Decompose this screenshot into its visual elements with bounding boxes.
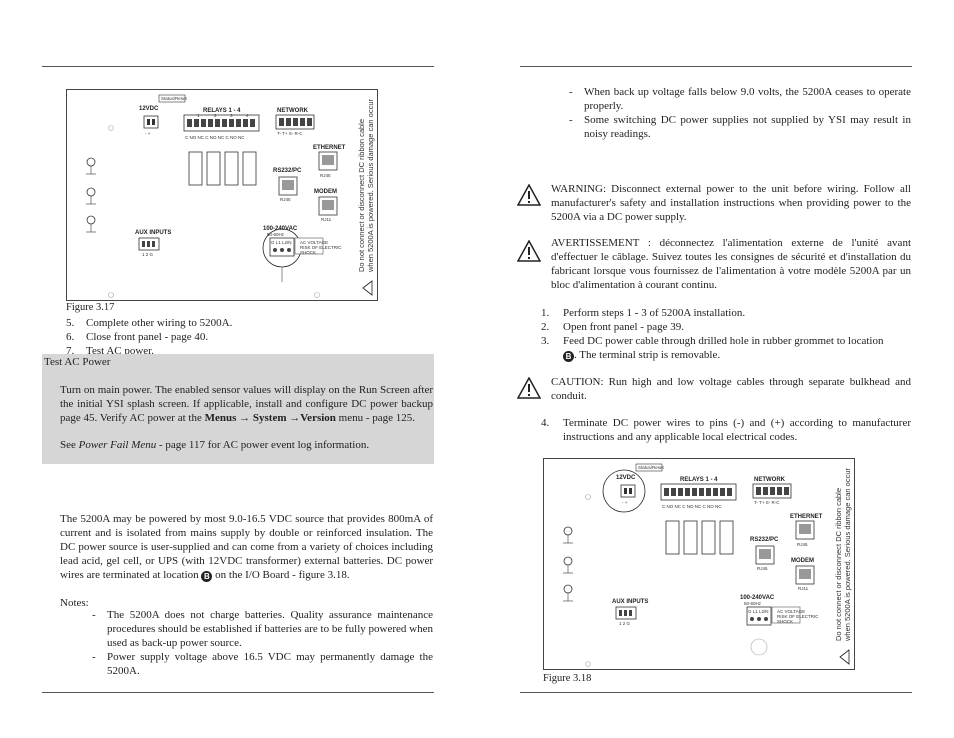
io-board-drawing: Status/Reset 12VDC - + RELAYS 1 - 4 1 2 3 4…	[86, 94, 373, 298]
network-pins-label: T- T+ S- R-C	[277, 131, 303, 136]
caution-text: CAUTION: Run high and low voltage cables…	[551, 376, 911, 402]
ac-voltage-label: 100-240VAC	[263, 226, 298, 232]
svg-text:1 2 G: 1 2 G	[619, 621, 631, 626]
relays-label: RELAYS 1 - 4	[203, 108, 241, 114]
list-item: 6. Close front panel - page 40.	[66, 331, 209, 343]
list-item: B. The terminal strip is removable.	[541, 348, 911, 362]
list-item: 2. Open front panel - page 39.	[541, 321, 684, 333]
svg-text:MODEM: MODEM	[791, 558, 814, 564]
svg-text:G L1 L2/N: G L1 L2/N	[271, 240, 292, 245]
svg-text:- +: - +	[145, 131, 151, 136]
svg-text:1 2 G: 1 2 G	[142, 252, 154, 257]
svg-text:RJ45: RJ45	[757, 566, 768, 571]
figure-3-17-caption: Figure 3.17	[66, 302, 115, 313]
svg-text:RJ45: RJ45	[320, 173, 331, 178]
v12-label: 12VDC	[139, 106, 159, 112]
figure-3-18-caption: Figure 3.18	[543, 673, 592, 684]
side-warning-text: Do not connect or disconnect DC ribbon c…	[834, 467, 852, 641]
svg-text:4: 4	[246, 113, 249, 118]
svg-text:SHOCK: SHOCK	[300, 250, 316, 255]
svg-text:RELAYS 1 - 4: RELAYS 1 - 4	[680, 477, 718, 483]
io-board-figure-3-17: Status/Reset 12VDC - + RELAYS 1 - 4 1 2 3 4…	[66, 89, 378, 301]
svg-text:SHOCK: SHOCK	[777, 619, 793, 624]
dc-power-paragraph: The 5200A may be powered by most 9.0-16.…	[60, 513, 433, 582]
test-ac-power-title: Test AC Power	[44, 356, 111, 368]
ethernet-label: ETHERNET	[313, 145, 346, 151]
modem-label: MODEM	[314, 189, 337, 195]
list-item: 1. Perform steps 1 - 3 of 5200A installa…	[541, 307, 746, 319]
svg-text:RISK OF ELECTRIC: RISK OF ELECTRIC	[300, 245, 342, 250]
svg-text:C NO NC C NO NC C NO NC: C NO NC C NO NC C NO NC	[185, 135, 245, 140]
svg-text:ETHERNET: ETHERNET	[790, 514, 823, 520]
warning-text: WARNING: Disconnect external power to th…	[551, 183, 911, 223]
list-item: - When back up voltage falls below 9.0 v…	[569, 86, 911, 112]
io-board-drawing: Status/Reset 12VDC - + RELAYS 1 - 4 C NO…	[563, 463, 850, 667]
svg-text:RJ45: RJ45	[797, 542, 808, 547]
right-bottom-rule	[520, 692, 912, 693]
svg-text:3: 3	[230, 113, 233, 118]
svg-text:12VDC: 12VDC	[616, 475, 636, 481]
network-label: NETWORK	[277, 108, 309, 114]
svg-text:RJ11: RJ11	[798, 586, 809, 591]
left-top-rule	[42, 66, 434, 67]
rs232-label: RS232/PC	[273, 168, 302, 174]
svg-text:50-60Hz: 50-60Hz	[744, 601, 762, 606]
notes-list-right: - When back up voltage falls below 9.0 v…	[569, 85, 911, 141]
right-top-rule	[520, 66, 912, 67]
svg-text:Status/Reset: Status/Reset	[638, 465, 665, 470]
svg-text:RS232/PC: RS232/PC	[750, 537, 779, 543]
svg-text:50-60Hz: 50-60Hz	[267, 232, 285, 237]
svg-text:RISK OF ELECTRIC: RISK OF ELECTRIC	[777, 614, 819, 619]
side-warning-text: Do not connect or disconnect DC ribbon c…	[357, 98, 375, 272]
caution-triangle-icon	[517, 377, 541, 399]
notes-list-left: - The 5200A does not charge batteries. Q…	[92, 608, 433, 678]
left-bottom-rule	[42, 692, 434, 693]
aux-inputs-label: AUX INPUTS	[135, 230, 171, 236]
svg-text:C NO NC C NO NC C NO NC: C NO NC C NO NC C NO NC	[662, 504, 722, 509]
svg-text:1: 1	[197, 113, 200, 118]
avertissement-text: AVERTISSEMENT : déconnectez l'alimentati…	[551, 237, 911, 291]
svg-text:AC VOLTAGE: AC VOLTAGE	[777, 609, 805, 614]
notes-label: Notes:	[60, 597, 89, 609]
steps-list-b: 1. Perform steps 1 - 3 of 5200A installa…	[541, 306, 911, 362]
steps-list-a: 5. Complete other wiring to 5200A. 6. Cl…	[66, 316, 406, 358]
list-item: - Some switching DC power supplies not s…	[569, 114, 911, 140]
list-item: 5. Complete other wiring to 5200A.	[66, 317, 233, 329]
svg-text:T- T+ S- R-C: T- T+ S- R-C	[754, 500, 780, 505]
location-b-marker: B	[201, 571, 213, 582]
svg-text:100-240VAC: 100-240VAC	[740, 595, 775, 601]
svg-text:RJ45: RJ45	[280, 197, 291, 202]
svg-text:AC VOLTAGE: AC VOLTAGE	[300, 240, 328, 245]
svg-text:- +: - +	[622, 500, 628, 505]
status-reset-label: Status/Reset	[161, 96, 188, 101]
location-b-marker: B	[563, 351, 574, 362]
avertissement-triangle-icon	[517, 240, 541, 262]
test-ac-power-box	[42, 354, 434, 464]
svg-text:G L1 L2/N: G L1 L2/N	[748, 609, 769, 614]
warning-triangle-icon	[517, 184, 541, 206]
svg-text:NETWORK: NETWORK	[754, 477, 786, 483]
svg-text:AUX INPUTS: AUX INPUTS	[612, 599, 648, 605]
test-ac-power-paragraph: Turn on main power. The enabled sensor v…	[60, 384, 433, 424]
step-4-item: 4. Terminate DC power wires to pins (-) …	[541, 417, 911, 443]
list-item: 3. Feed DC power cable through drilled h…	[541, 335, 884, 347]
svg-text:RJ11: RJ11	[321, 217, 332, 222]
io-board-figure-3-18: Status/Reset 12VDC - + RELAYS 1 - 4 C NO…	[543, 458, 855, 670]
list-item: - The 5200A does not charge batteries. Q…	[92, 609, 433, 649]
list-item: - Power supply voltage above 16.5 VDC ma…	[92, 651, 433, 677]
svg-text:2: 2	[214, 113, 217, 118]
test-ac-power-note: See Power Fail Menu - page 117 for AC po…	[60, 439, 370, 451]
